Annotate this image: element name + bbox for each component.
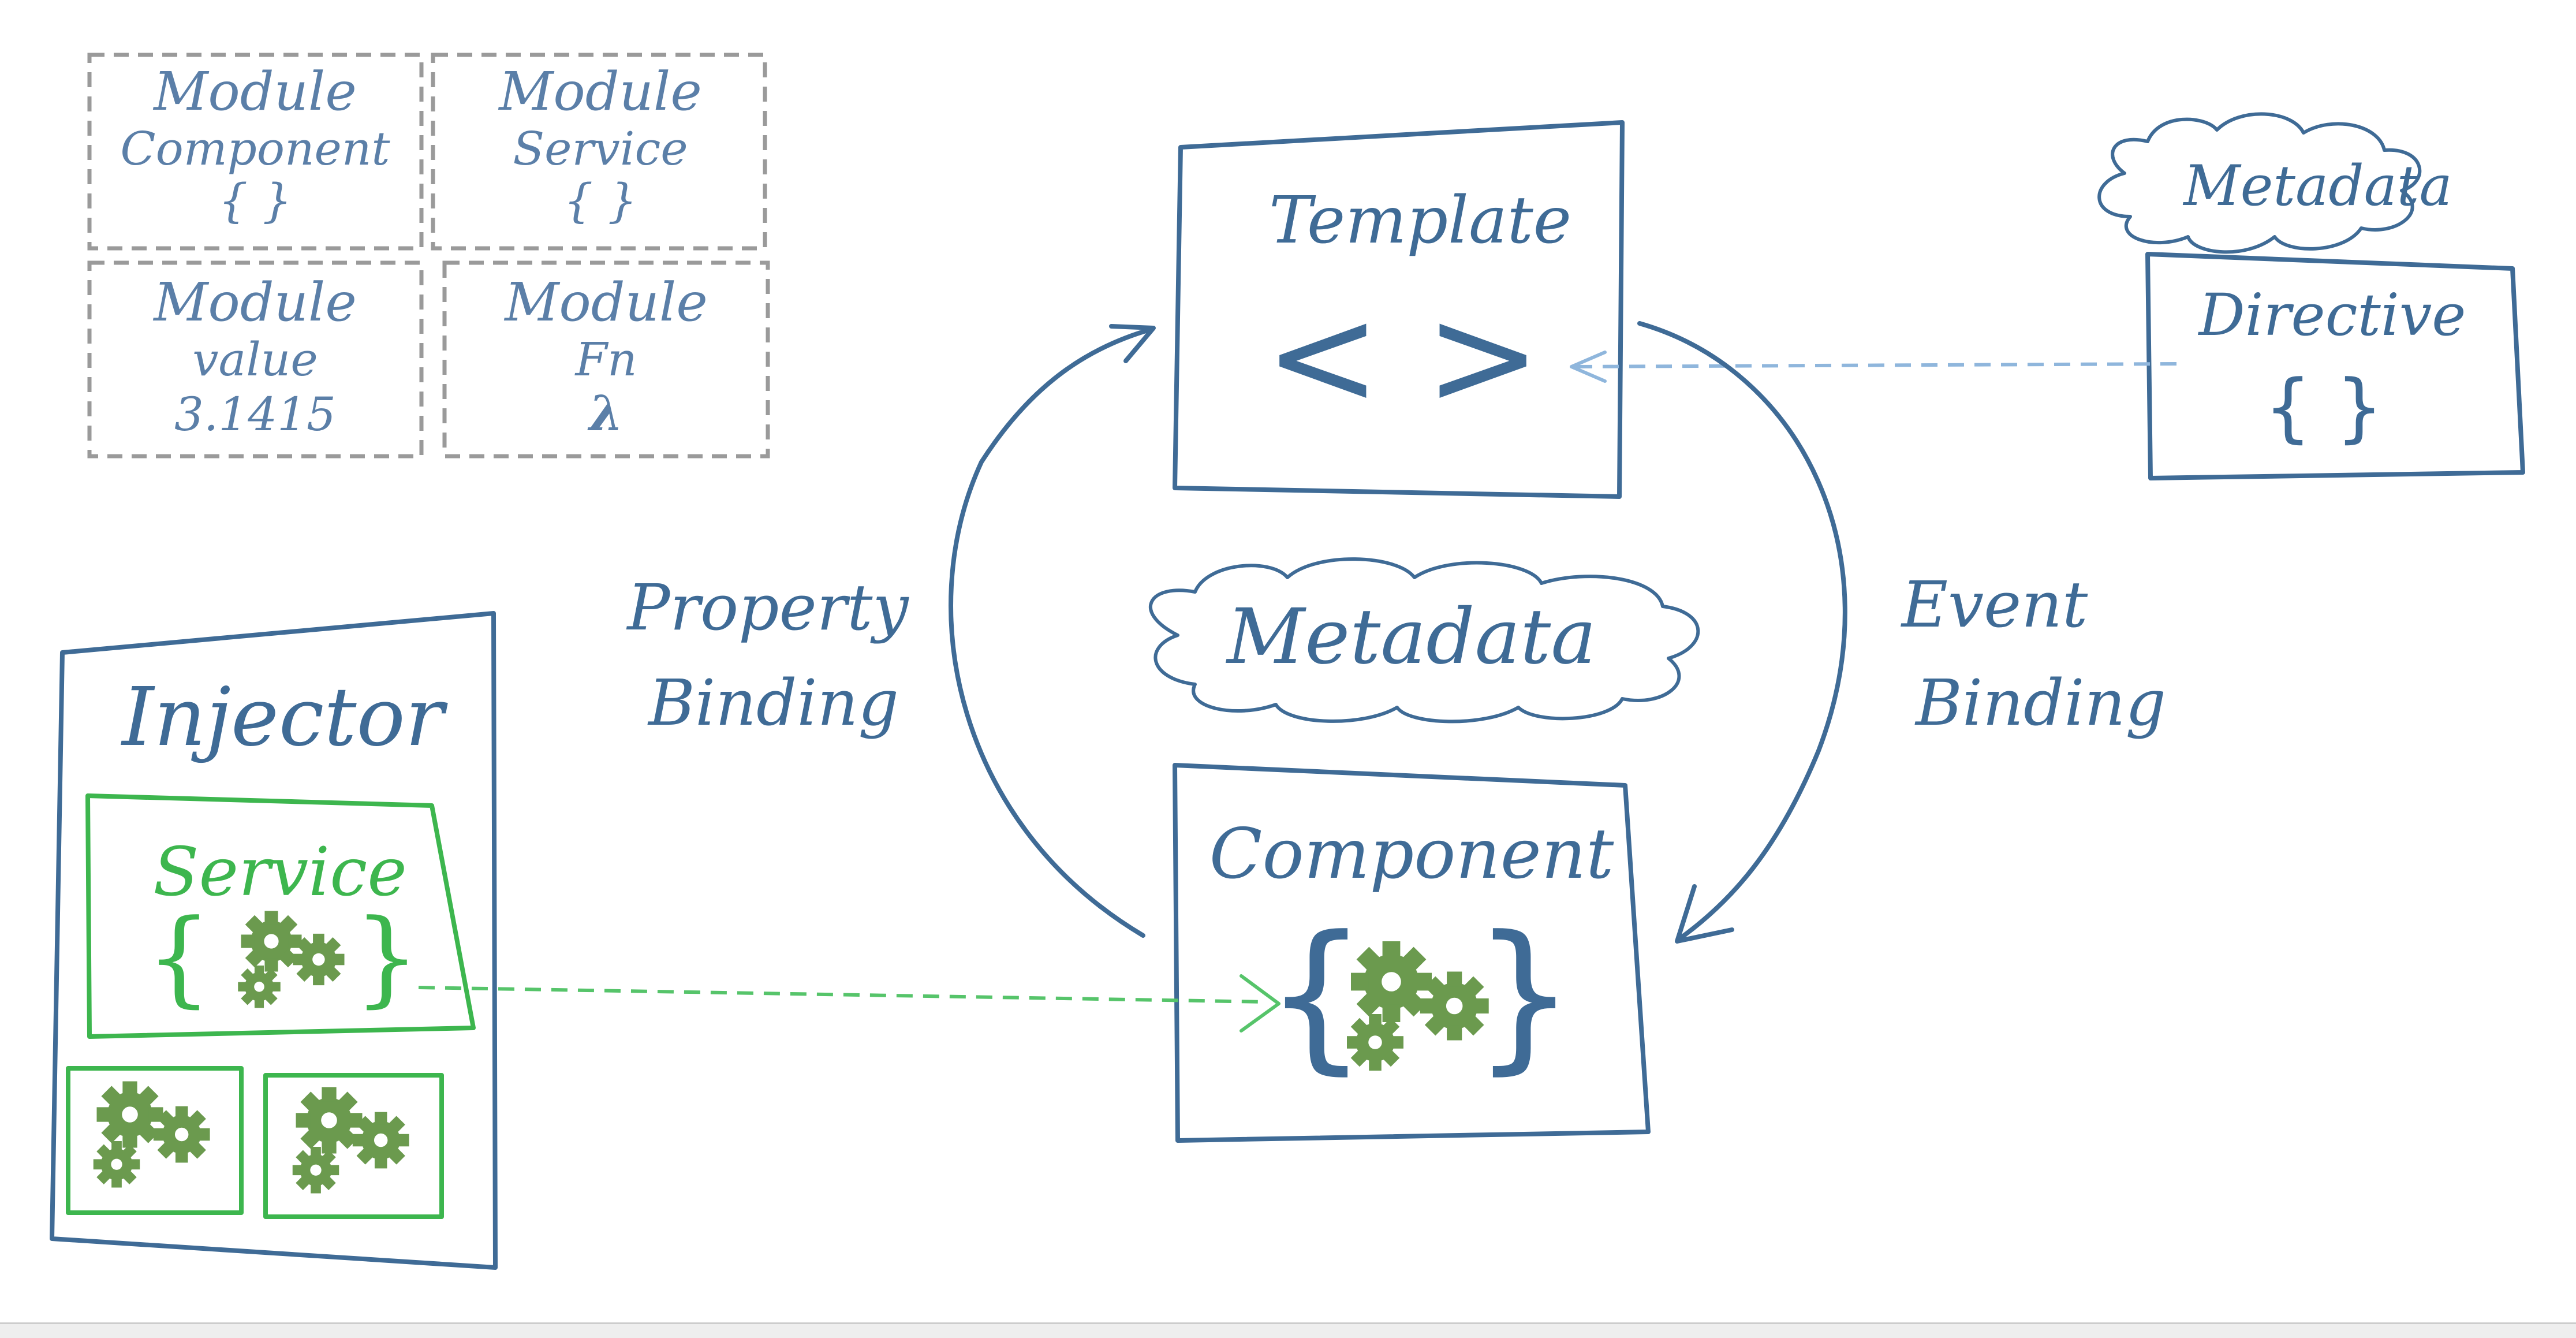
metadata-top-label: Metadata (2182, 154, 2452, 218)
event-binding-arc (1637, 321, 1847, 941)
injector-service-brace-left: { (146, 897, 212, 1018)
component-brace-right: } (1473, 901, 1576, 1090)
metadata-top-node: Metadata (2097, 112, 2452, 254)
directive-braces: { } (2264, 363, 2384, 451)
injector-provider-2-gears-icon (293, 1087, 409, 1194)
module-component-value: { } (218, 174, 292, 228)
component-gears-icon (1347, 941, 1489, 1071)
module-fn-sub: Fn (574, 333, 637, 386)
event-binding-line1: Event (1901, 568, 2088, 642)
template-title: Template (1269, 183, 1571, 258)
metadata-top-cloud (2097, 112, 2422, 254)
bottom-edge (0, 1322, 2576, 1338)
directive-node: Directive { } (2145, 252, 2525, 480)
injector-service-box (85, 793, 476, 1039)
module-service-title: Module (498, 61, 702, 122)
module-service-value: { } (563, 174, 637, 228)
metadata-center-node: Metadata (1149, 557, 1700, 724)
module-value-title: Module (152, 271, 357, 333)
module-fn-value: λ (588, 385, 624, 442)
event-binding-arrowhead (1675, 884, 1734, 944)
template-glyph: < > (1265, 275, 1541, 437)
module-service-box (431, 53, 767, 251)
injector-provider-box-1 (66, 1066, 244, 1215)
property-binding-arc (949, 327, 1154, 938)
module-component-box (87, 53, 424, 251)
directive-title: Directive (2198, 281, 2466, 349)
component-brace-left: { (1265, 901, 1368, 1090)
module-value-box (87, 260, 424, 459)
template-box (1173, 120, 1625, 499)
injector-service-gears-icon (238, 911, 344, 1008)
module-fn-title: Module (503, 271, 708, 333)
directive-box (2145, 252, 2525, 480)
metadata-center-label: Metadata (1226, 592, 1596, 681)
injector-provider-1-gears-icon (94, 1082, 210, 1188)
module-grid: Module Component { } Module Service { } … (87, 53, 770, 459)
event-binding-line2: Binding (1914, 666, 2166, 740)
service-to-component-arrow (418, 974, 1280, 1033)
injector-title: Injector (120, 670, 448, 765)
property-binding-line1: Property (626, 571, 909, 644)
directive-to-template-arrow (1570, 351, 2177, 383)
component-node: Component { } (1173, 763, 1651, 1143)
property-binding-edge: Property Binding (626, 324, 1156, 938)
property-binding-line2: Binding (647, 666, 899, 740)
injector-service-brace-right: } (354, 897, 420, 1018)
module-component-sub: Component (120, 122, 390, 176)
event-binding-edge: Event Binding (1637, 321, 2166, 944)
module-value-value: 3.1415 (174, 387, 336, 441)
module-value-sub: value (192, 333, 318, 386)
module-component-title: Module (152, 61, 357, 122)
injector-service-label: Service (153, 833, 407, 911)
injector-box (50, 611, 498, 1270)
component-title: Component (1209, 814, 1615, 895)
property-binding-arrowhead (1109, 324, 1156, 363)
module-service-sub: Service (513, 122, 688, 176)
injector-node: Injector Service { } (50, 611, 498, 1270)
template-node: Template < > (1173, 120, 1625, 499)
metadata-center-cloud (1149, 557, 1700, 724)
component-box (1173, 763, 1651, 1143)
injector-provider-box-2 (263, 1073, 444, 1219)
module-fn-box (442, 260, 770, 459)
